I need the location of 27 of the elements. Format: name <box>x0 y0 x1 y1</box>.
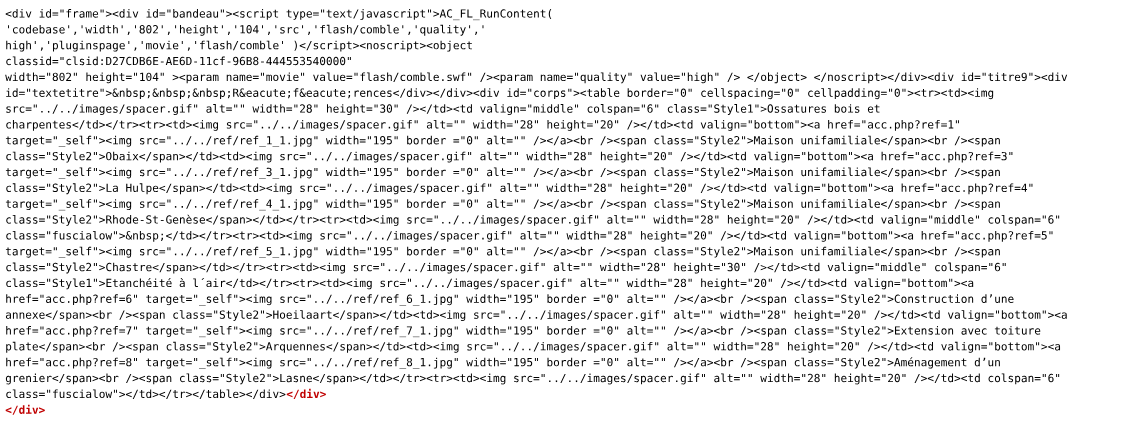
code-line: target="_self"><img src="../../ref/ref_4_1.jpg" width="195" border ="0" alt="" /></a><br /><span class="Style2">Maison unifamiliale</span><br /><span <box>5 199 1000 211</box>
code-line: target="_self"><img src="../../ref/ref_1_1.jpg" width="195" border ="0" alt="" /></a><br /><span class="Style2">Maison unifamiliale</span><br /><span <box>5 135 1000 147</box>
code-line: classid="clsid:D27CDB6E-AE6D-11cf-96B8-444553540000" <box>6 56 351 66</box>
code-line: <div id="frame"><div id="bandeau"><script type="text/javascript">AC_FL_RunContent( <box>5 9 552 21</box>
closing-tag: </div> <box>286 388 326 399</box>
code-line: annexe</span><br /><span class="Style2">Hoeilaart</span></td><td><img src="../../images/spacer.gif" alt="" width="28" height="20" /></td><td valign="bottom"><a <box>5 310 1067 322</box>
code-line: href="acc.php?ref=7" target="_self"><img src="../../ref/ref_7_1.jpg" width="195" border ="0" alt="" /></a><br /><span class="Style2">Extension avec toiture <box>6 326 1041 338</box>
code-line: id="textetitre">&nbsp;&nbsp;&nbsp;R&eacute;f&eacute;rences</div></div><div id="corps"><table border="0" cellspacing="0" cellpadding="0"><tr><td><img <box>6 88 994 100</box>
code-line: target="_self"><img src="../../ref/ref_3_1.jpg" width="195" border ="0" alt="" /></a><br /><span class="Style2">Maison unifamiliale</span><br /><span <box>5 167 1000 179</box>
code-line: width="802" height="104" ><param name="movie" value="flash/comble.swf" /><param name="quality" value="high" /> </object> </noscript></div><div id="titre9"><div <box>5 72 1068 84</box>
code-line: href="acc.php?ref=8" target="_self"><img src="../../ref/ref_8_1.jpg" width="195" border ="0" alt="" /></a><br /><span class="Style2">Aménagement d’un <box>6 357 1000 369</box>
closing-tag: </div> <box>5 404 45 415</box>
code-line: class="fuscialow"></td></tr></table></div> <box>6 389 286 399</box>
code-line: class="Style1">Etanchéité à l´air</td></tr><tr><td><img src="../../images/spacer.gif" alt="" width="28" height="20" /></td><td valign="bottom"><a <box>6 278 974 290</box>
code-line: class="fuscialow">&nbsp;</td></tr><tr><td><img src="../../images/spacer.gif" alt="" width="28" height="20" /></td><td valign="bottom"><a href="acc.php?ref=5" <box>6 230 1053 242</box>
code-line: class="Style2">La Hulpe</span></td><td><img src="../../images/spacer.gif" alt="" width="28" height="20" /></td><td valign="bottom"><a href="acc.php?ref=4" <box>6 183 1033 195</box>
code-line: 'codebase','width','802','height','104','src','flash/comble','quality',' <box>8 24 484 36</box>
code-line: src="../../images/spacer.gif" alt="" width="28" height="30" /></td><td valign="middle" colspan="6" class="Style1">Ossatures bois et <box>6 104 880 115</box>
code-line: grenier</span><br /><span class="Style2">Lasne</span></td></tr><tr><td><img src="../../images/spacer.gif" alt="" width="28" height="20" /></td><td colspan="6" <box>5 373 1060 385</box>
code-line: class="Style2">Rhode-St-Genèse</span></td></tr><tr><td><img src="../../images/spacer.gif" alt="" width="28" height="20" /></td><td valign="middle" colspan="6" <box>6 214 1060 226</box>
code-line: plate</span><br /><span class="Style2">Arquennes</span></td><td><img src="../../images/spacer.gif" alt="" width="28" height="20" /></td><td valign="bottom"><a <box>6 341 1061 353</box>
code-line: class="Style2">Chastre</span></td></tr><tr><td><img src="../../images/spacer.gif" alt="" width="28" height="30" /></td><td valign="middle" colspan="6" <box>6 262 1006 274</box>
code-line: high','pluginspage','movie','flash/comble' )</script><noscript><object <box>6 40 472 52</box>
code-line: target="_self"><img src="../../ref/ref_5_1.jpg" width="195" border ="0" alt="" /></a><br /><span class="Style2">Maison unifamiliale</span><br /><span <box>5 246 1000 258</box>
code-line: class="Style2">Obaix</span></td><td><img src="../../images/spacer.gif" alt="" width="28" height="20" /></td><td valign="bottom"><a href="acc.php?ref=3" <box>6 151 1013 163</box>
code-line: charpentes</td></tr><tr><td><img src="../../images/spacer.gif" alt="" width="28" height="20" /></td><td valign="bottom"><a href="acc.php?ref=1" <box>6 119 959 131</box>
code-line: href="acc.php?ref=6" target="_self"><img src="../../ref/ref_6_1.jpg" width="195" border ="0" alt="" /></a><br /><span class="Style2">Construction d’une <box>6 294 1014 306</box>
